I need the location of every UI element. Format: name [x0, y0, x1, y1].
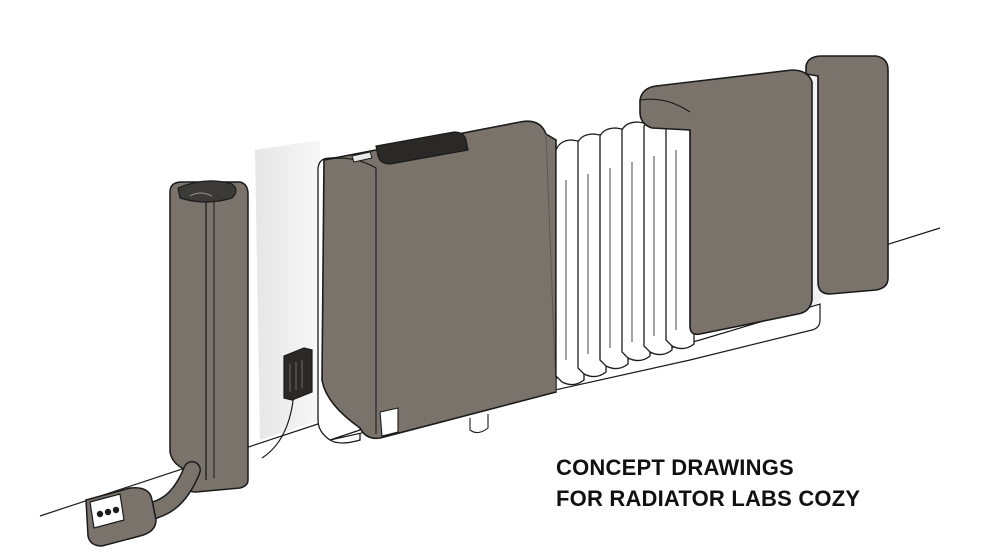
- base-foot: [469, 414, 489, 434]
- status-light: [351, 151, 373, 163]
- radiator-fins: [555, 113, 695, 386]
- plug-block: [85, 487, 157, 547]
- caption-line-2: FOR RADIATOR LABS COZY: [556, 486, 861, 511]
- caption-text: CONCEPT DRAWINGS FOR RADIATOR LABS COZY: [556, 452, 860, 514]
- main-cover-right: [639, 69, 813, 336]
- front-tab: [379, 407, 399, 437]
- power-cord: [141, 391, 295, 521]
- wall-sensor: [283, 347, 313, 401]
- left-side-panel: [169, 180, 249, 493]
- top-display: [375, 131, 469, 165]
- right-side-panel: [805, 55, 889, 295]
- main-cover-left: [321, 120, 557, 440]
- caption-line-1: CONCEPT DRAWINGS: [556, 455, 794, 480]
